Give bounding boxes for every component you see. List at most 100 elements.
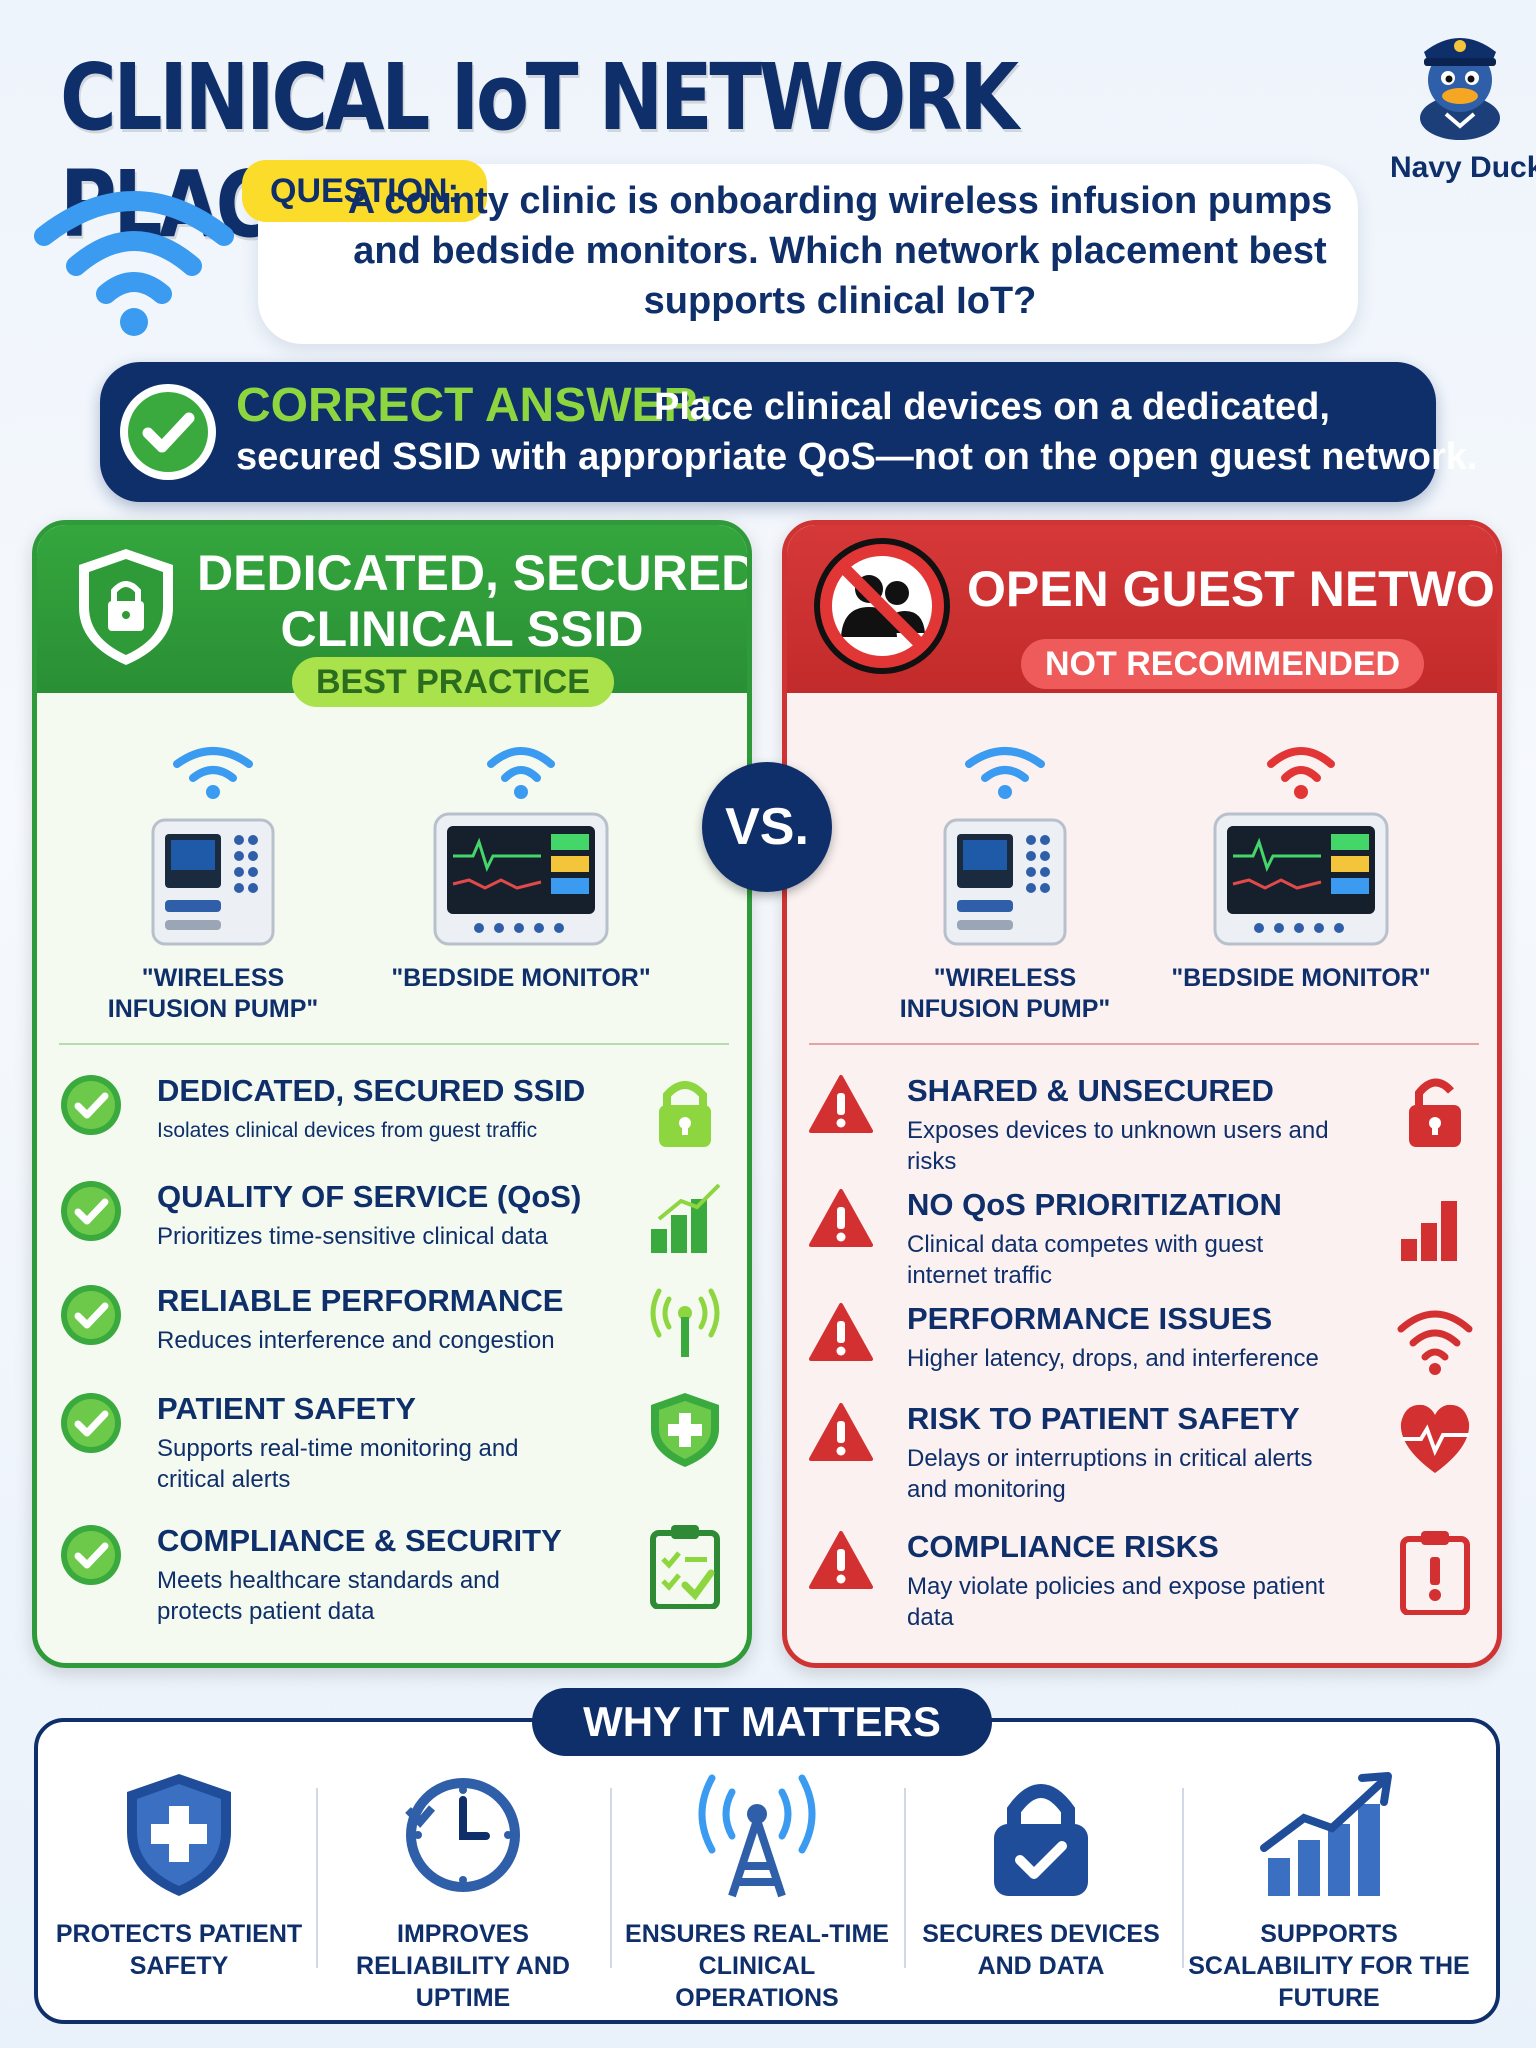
question-tag: QUESTION: <box>242 160 487 222</box>
clock-refresh-icon <box>405 1778 520 1892</box>
check-circle-icon <box>61 1525 121 1585</box>
wifi-icon <box>34 191 234 336</box>
divider <box>809 1043 1479 1045</box>
answer-text-line2: secured SSID with appropriate QoS—not on… <box>236 436 1478 478</box>
check-circle-icon <box>120 384 216 480</box>
why-it-matters-title: WHY IT MATTERS <box>532 1688 992 1756</box>
list-item: PATIENT SAFETY Supports real-time monito… <box>37 1391 747 1511</box>
device-label-bedside-monitor: "BEDSIDE MONITOR" <box>391 964 651 992</box>
item-desc: Higher latency, drops, and interference <box>907 1345 1319 1372</box>
item-desc: Meets healthcare standards and protects … <box>157 1567 500 1625</box>
item-title: PATIENT SAFETY <box>157 1391 416 1426</box>
item-desc: Prioritizes time-sensitive clinical data <box>157 1223 548 1250</box>
item-title: COMPLIANCE & SECURITY <box>157 1523 562 1558</box>
why-item-reliability: IMPROVES RELIABILITY AND UPTIME <box>320 1770 606 2012</box>
why-label: IMPROVES RELIABILITY AND UPTIME <box>356 1920 570 2012</box>
panel-title: OPEN GUEST NETWORK <box>967 561 1497 617</box>
item-desc: May violate policies and expose patient … <box>907 1573 1325 1631</box>
list-item: QUALITY OF SERVICE (QoS) Prioritizes tim… <box>37 1179 747 1299</box>
mascot-name: Navy Duck <box>1390 151 1536 184</box>
list-item: NO QoS PRIORITIZATION Clinical data comp… <box>787 1187 1497 1307</box>
item-desc: Delays or interruptions in critical aler… <box>907 1445 1313 1503</box>
answer-text-line1: Place clinical devices on a dedicated, <box>654 386 1330 428</box>
warning-icon <box>809 1403 873 1461</box>
warning-icon <box>809 1303 873 1361</box>
no-users-icon <box>814 538 950 674</box>
device-label-infusion-pump: "WIRELESS INFUSION PUMP" <box>899 964 1111 1023</box>
infusion-pump-icon <box>151 747 275 946</box>
bedside-monitor-icon <box>1213 747 1389 946</box>
antenna-icon <box>650 1288 720 1357</box>
why-label: ENSURES REAL-TIME CLINICAL OPERATIONS <box>625 1920 889 2012</box>
why-it-matters-section <box>34 1718 1500 2024</box>
why-item-real-time: ENSURES REAL-TIME CLINICAL OPERATIONS <box>614 1770 900 2012</box>
check-circle-icon <box>61 1181 121 1241</box>
warning-icon <box>809 1075 873 1133</box>
why-item-secures-data: SECURES DEVICES AND DATA <box>898 1770 1184 2000</box>
question-text: A county clinic is onboarding wireless i… <box>290 176 1350 326</box>
clipboard-check-icon <box>650 1525 720 1609</box>
device-label-infusion-pump: "WIRELESS INFUSION PUMP" <box>107 964 319 1023</box>
list-item: PERFORMANCE ISSUES Higher latency, drops… <box>787 1301 1497 1421</box>
item-title: RELIABLE PERFORMANCE <box>157 1283 564 1318</box>
radio-tower-icon <box>698 1774 816 1898</box>
divider <box>59 1043 729 1045</box>
item-desc: Exposes devices to unknown users and ris… <box>907 1117 1329 1175</box>
shield-lock-icon <box>79 549 173 665</box>
item-title: QUALITY OF SERVICE (QoS) <box>157 1179 582 1214</box>
navy-duck-icon <box>1420 38 1500 140</box>
item-title: DEDICATED, SECURED SSID <box>157 1073 586 1108</box>
why-item-patient-safety: PROTECTS PATIENT SAFETY <box>36 1770 322 2000</box>
best-practice-badge: BEST PRACTICE <box>292 657 614 707</box>
bedside-monitor-icon <box>433 747 609 946</box>
clinical-ssid-panel: DEDICATED, SECURED CLINICAL SSID BEST PR… <box>32 520 752 1668</box>
panel-title-line1: DEDICATED, SECURED <box>197 545 752 601</box>
signal-bars-icon <box>1401 1201 1457 1261</box>
item-desc: Clinical data competes with guest intern… <box>907 1231 1264 1289</box>
item-desc: Reduces interference and congestion <box>157 1327 555 1354</box>
lock-check-icon <box>994 1784 1088 1896</box>
item-desc: Isolates clinical devices from guest tra… <box>157 1119 538 1142</box>
heartbeat-icon <box>1400 1404 1470 1473</box>
panel-title: DEDICATED, SECURED CLINICAL SSID <box>197 545 752 657</box>
item-desc: Supports real-time monitoring and critic… <box>157 1435 519 1493</box>
shield-plus-icon <box>651 1393 719 1467</box>
mascot: Navy Duck <box>1390 14 1536 194</box>
why-item-scalability: SUPPORTS SCALABILITY FOR THE FUTURE <box>1186 1770 1472 2012</box>
answer-banner <box>100 362 1436 502</box>
signal-bars-icon <box>651 1183 721 1253</box>
weak-wifi-icon <box>1397 1310 1473 1375</box>
shield-plus-icon <box>127 1774 231 1896</box>
check-circle-icon <box>61 1075 121 1135</box>
item-title: SHARED & UNSECURED <box>907 1073 1274 1108</box>
check-circle-icon <box>61 1285 121 1345</box>
lock-icon <box>659 1081 711 1147</box>
item-title: PERFORMANCE ISSUES <box>907 1301 1273 1336</box>
separator <box>1182 1788 1184 1968</box>
check-circle-icon <box>61 1393 121 1453</box>
why-label: SUPPORTS SCALABILITY FOR THE FUTURE <box>1188 1920 1470 2012</box>
why-label: PROTECTS PATIENT SAFETY <box>55 1920 303 1980</box>
answer-label: CORRECT ANSWER: <box>236 379 715 432</box>
why-label: SECURES DEVICES AND DATA <box>922 1920 1160 1980</box>
question-text-content: A county clinic is onboarding wireless i… <box>347 180 1333 322</box>
list-item: RISK TO PATIENT SAFETY Delays or interru… <box>787 1401 1497 1521</box>
list-item: SHARED & UNSECURED Exposes devices to un… <box>787 1073 1497 1193</box>
panel-title-line2: CLINICAL SSID <box>280 601 644 657</box>
item-title: COMPLIANCE RISKS <box>907 1529 1219 1564</box>
not-recommended-badge: NOT RECOMMENDED <box>1021 639 1425 689</box>
growth-chart-icon <box>1260 1772 1392 1896</box>
list-item: COMPLIANCE RISKS May violate policies an… <box>787 1529 1497 1649</box>
list-item: RELIABLE PERFORMANCE Reduces interferenc… <box>37 1283 747 1403</box>
list-item: DEDICATED, SECURED SSID Isolates clinica… <box>37 1073 747 1193</box>
device-label-bedside-monitor: "BEDSIDE MONITOR" <box>1171 964 1431 992</box>
warning-icon <box>809 1189 873 1247</box>
separator <box>610 1788 612 1968</box>
separator <box>904 1788 906 1968</box>
vs-badge: VS. <box>702 762 832 892</box>
infusion-pump-icon <box>943 747 1067 946</box>
clipboard-alert-icon <box>1400 1531 1470 1615</box>
list-item: COMPLIANCE & SECURITY Meets healthcare s… <box>37 1523 747 1643</box>
item-title: NO QoS PRIORITIZATION <box>907 1187 1282 1222</box>
warning-icon <box>809 1531 873 1589</box>
